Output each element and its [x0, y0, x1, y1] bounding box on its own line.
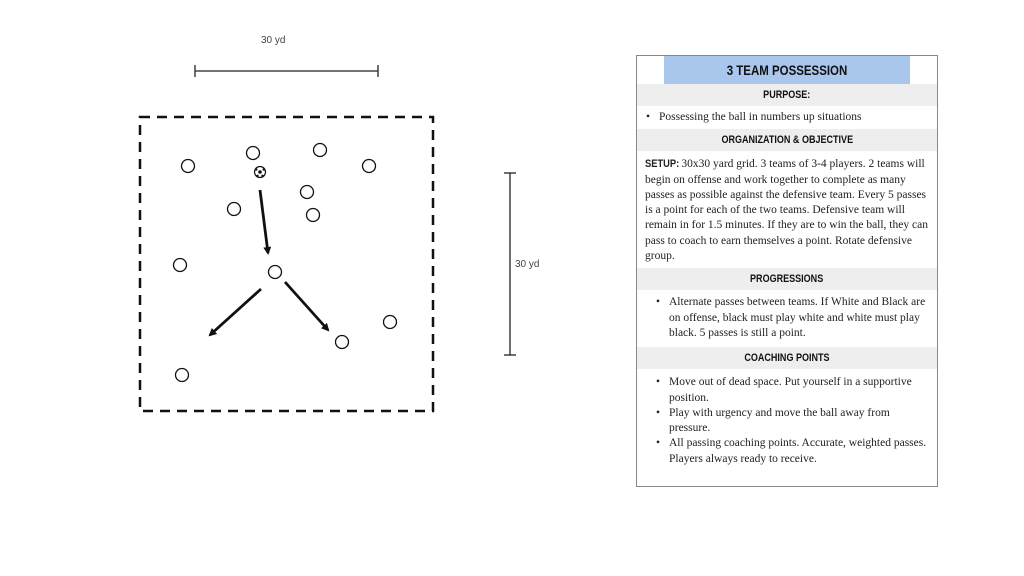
list-item: Play with urgency and move the ball away… [656, 406, 929, 437]
player-marker [172, 257, 188, 273]
pass-arrow [208, 287, 262, 337]
session-card: 3 TEAM POSSESSION PURPOSE: Possessing th… [636, 55, 938, 487]
card-title: 3 TEAM POSSESSION [664, 56, 910, 84]
side-dimension-line [504, 172, 516, 356]
top-dimension-line [194, 65, 379, 77]
pass-arrow [283, 281, 330, 332]
pass-arrow [258, 189, 272, 255]
soccer-ball-icon [253, 165, 267, 179]
coaching-points-list: Move out of dead space. Put yourself in … [637, 369, 937, 473]
purpose-list: Possessing the ball in numbers up situat… [637, 106, 937, 129]
player-marker [226, 201, 242, 217]
grid-boundary [138, 115, 435, 413]
top-dimension-label: 30 yd [261, 35, 286, 46]
player-marker [180, 158, 196, 174]
field-diagram [138, 65, 516, 413]
player-marker [299, 184, 315, 200]
setup-paragraph: SETUP:30x30 yard grid. 3 teams of 3-4 pl… [637, 151, 937, 268]
organization-heading: ORGANIZATION & OBJECTIVE [637, 129, 937, 152]
purpose-heading: PURPOSE: [637, 84, 937, 106]
player-marker [267, 264, 283, 280]
setup-label: SETUP: [645, 158, 680, 171]
player-marker [174, 367, 190, 383]
progressions-heading: PROGRESSIONS [637, 268, 937, 291]
player-marker [312, 142, 328, 158]
list-item: Possessing the ball in numbers up situat… [646, 110, 929, 126]
player-marker [382, 314, 398, 330]
player-marker [245, 145, 261, 161]
list-item: Move out of dead space. Put yourself in … [656, 375, 929, 406]
coaching-points-heading: COACHING POINTS [637, 347, 937, 370]
player-marker [334, 334, 350, 350]
list-item: All passing coaching points. Accurate, w… [656, 436, 929, 467]
side-dimension-label: 30 yd [515, 259, 540, 270]
player-marker [305, 207, 321, 223]
player-marker [361, 158, 377, 174]
list-item: Alternate passes between teams. If White… [656, 295, 929, 341]
setup-text: 30x30 yard grid. 3 teams of 3-4 players.… [645, 158, 928, 263]
progressions-list: Alternate passes between teams. If White… [637, 290, 937, 347]
